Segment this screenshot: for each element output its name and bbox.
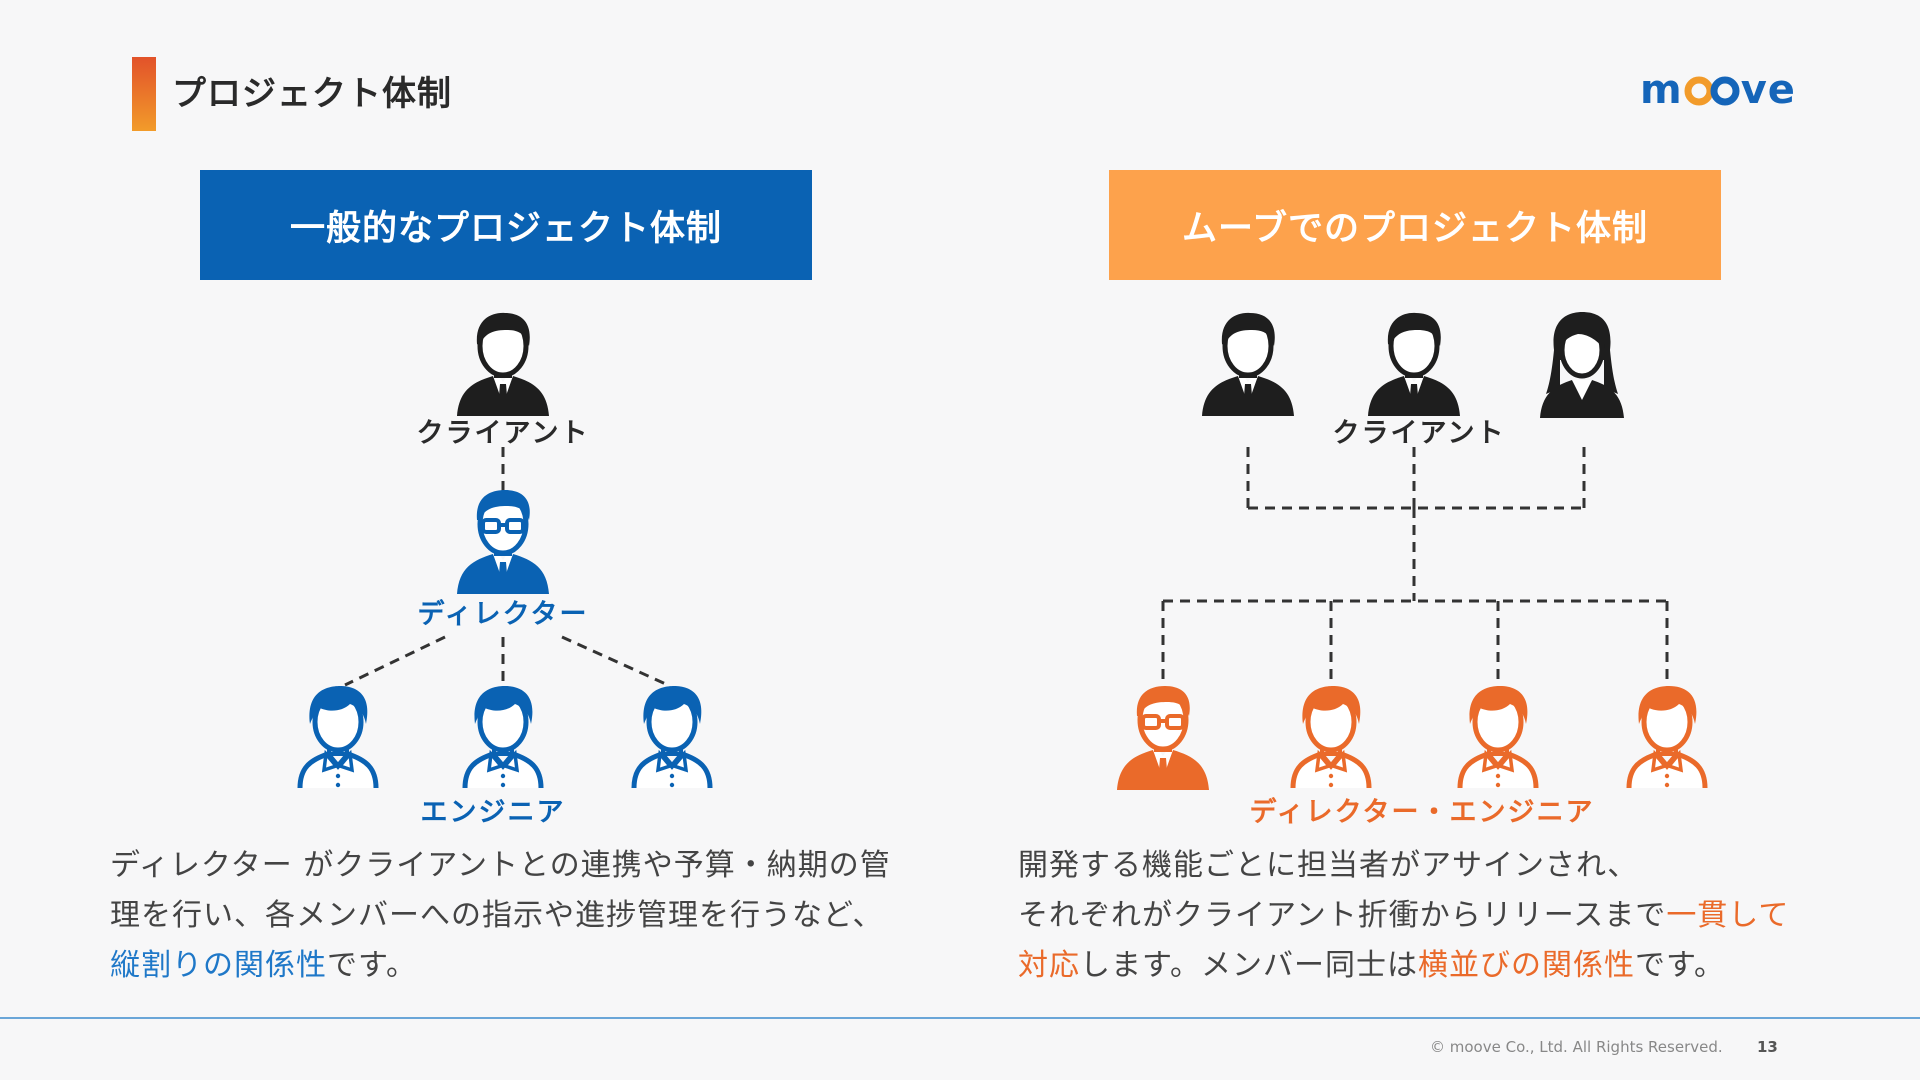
right-description-text: それぞれがクライアント折衝からリリースまで xyxy=(1018,898,1667,933)
right-description-highlight-1: 一貫して対応 xyxy=(1018,898,1790,983)
right-client-label: クライアント xyxy=(1332,418,1506,449)
page-number: 13 xyxy=(1757,1038,1778,1056)
right-description-text-end: です。 xyxy=(1635,948,1725,983)
left-engineer-icon xyxy=(465,686,541,788)
right-connector-network xyxy=(1161,447,1669,680)
left-description-text: ディレクター がクライアントとの連携や予算・納期の管理を行い、各メンバーへの指示… xyxy=(110,848,891,933)
right-client-icon xyxy=(1368,313,1460,416)
left-director-engineer3-connector xyxy=(561,635,669,687)
left-client-label: クライアント xyxy=(416,418,590,449)
left-client-icon xyxy=(457,313,549,416)
right-engineer-icon xyxy=(1629,686,1705,788)
left-engineer-icon xyxy=(634,686,710,788)
copyright-text: © moove Co., Ltd. All Rights Reserved. xyxy=(1430,1038,1723,1056)
right-description-text-2: します。メンバー同士は xyxy=(1080,948,1418,983)
right-team-label: ディレクター・エンジニア xyxy=(1249,797,1595,828)
left-description-text-end: です。 xyxy=(327,948,417,983)
left-engineer-icon xyxy=(300,686,376,788)
right-client-female-icon xyxy=(1540,312,1624,418)
right-client-icon xyxy=(1202,313,1294,416)
left-director-engineer1-connector xyxy=(344,635,446,687)
left-panel-header: 一般的なプロジェクト体制 xyxy=(200,170,812,280)
logo-text-right: ve xyxy=(1740,67,1796,113)
right-description: 開発する機能ごとに担当者がアサインされ、 それぞれがクライアント折衝からリリース… xyxy=(1018,841,1798,991)
page-title: プロジェクト体制 xyxy=(172,74,452,114)
moove-logo: m ve xyxy=(1640,60,1796,120)
left-description-highlight: 縦割りの関係性 xyxy=(110,948,327,983)
logo-text-left: m xyxy=(1640,67,1683,113)
logo-infinity-icon xyxy=(1684,70,1740,110)
left-director-label: ディレクター xyxy=(417,599,589,630)
right-description-highlight-2: 横並びの関係性 xyxy=(1418,948,1635,983)
footer-divider xyxy=(0,1017,1920,1019)
left-engineer-label: エンジニア xyxy=(420,797,566,828)
left-director-icon xyxy=(457,490,549,594)
right-engineer-icon xyxy=(1293,686,1369,788)
right-director-icon xyxy=(1117,686,1209,790)
right-description-line1: 開発する機能ごとに担当者がアサインされ、 xyxy=(1018,848,1639,883)
right-panel-header: ムーブでのプロジェクト体制 xyxy=(1109,170,1721,280)
title-accent-bar xyxy=(132,57,156,131)
right-engineer-icon xyxy=(1460,686,1536,788)
left-description: ディレクター がクライアントとの連携や予算・納期の管理を行い、各メンバーへの指示… xyxy=(110,841,900,991)
